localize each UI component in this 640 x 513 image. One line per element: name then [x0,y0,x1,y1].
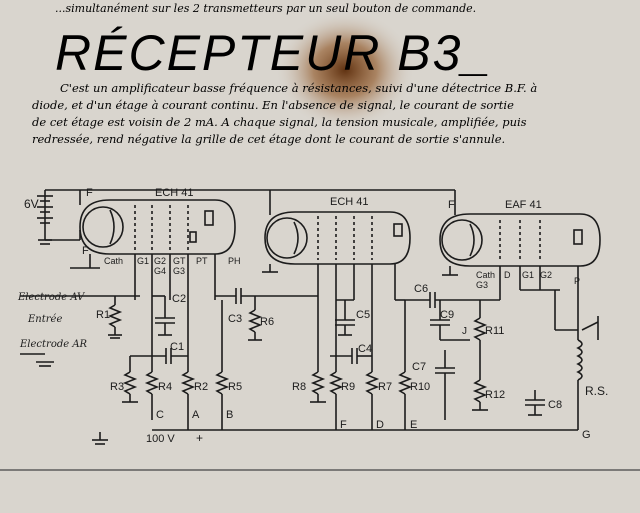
filament-label: F [86,187,93,199]
tube2-label: ECH 41 [330,196,369,208]
tube3-label: EAF 41 [505,199,542,211]
pin-label: G1 [137,256,149,266]
battery-label: 6V [24,197,39,211]
component-label: R6 [260,316,274,328]
component-label: R4 [158,381,172,393]
electrode-av-label: Electrode AV [17,292,86,303]
terminal-label: D [376,419,384,431]
component-label: C5 [356,309,370,321]
pin-label: G2 [154,256,166,266]
terminal-label: B [226,409,233,421]
component-label: C9 [440,309,454,321]
description-line: de cet étage est voisin de 2 mA. A chaqu… [32,115,527,129]
component-label: C2 [172,293,186,305]
entree-label: Entrée [27,314,62,325]
filament-label: F [448,199,455,211]
pin-label: Cath [104,256,123,266]
component-label: R11 [485,325,504,337]
terminal-label: C [156,409,164,421]
component-label: C4 [358,343,372,355]
component-label: R8 [292,381,306,393]
tube1-label: ECH 41 [155,187,194,199]
pin-label: G3 [476,280,488,290]
pin-label: G2 [540,270,552,280]
component-label: C8 [548,399,562,411]
component-label: R7 [378,381,392,393]
description-line: diode, et d'un étage à courant continu. … [32,98,514,112]
pin-label: PH [228,256,241,266]
component-label: C6 [414,283,428,295]
component-label: R1 [96,309,110,321]
electrode-ar-label: Electrode AR [19,339,88,350]
filament-label: F [82,245,89,257]
component-label: R12 [485,389,505,401]
component-label: R9 [341,381,355,393]
terminal-label: F [340,419,347,431]
header-top-line: ...simultanément sur les 2 transmetteurs… [55,2,476,15]
description-block: C'est un amplificateur basse fréquence à… [32,81,537,146]
labels: 6V F F F ECH 41 ECH 41 EAF 41 Cath G1 G2… [17,187,608,445]
component-label: C1 [170,341,184,353]
pin-label: P [574,276,580,286]
burn-stain [275,10,415,130]
pin-label: G1 [522,270,534,280]
pin-label: GT [173,256,186,266]
component-label: C7 [412,361,426,373]
supply-plus: + [196,431,203,445]
description-line: C'est un amplificateur basse fréquence à… [60,81,537,95]
pin-label: G4 [154,266,166,276]
pin-label: Cath [476,270,495,280]
component-label: C3 [228,313,242,325]
pin-label: D [504,270,511,280]
component-label: R5 [228,381,242,393]
pin-label: G3 [173,266,185,276]
terminal-label: G [582,429,591,441]
j-label: J [462,326,467,337]
component-label: R3 [110,381,124,393]
pin-label: PT [196,256,208,266]
terminal-label: A [192,409,200,421]
component-label: R10 [410,381,430,393]
page-title: RÉCEPTEUR B3_ [55,25,492,81]
supply-label: 100 V [146,433,175,445]
terminal-label: E [410,419,417,431]
component-label: R2 [194,381,208,393]
relay-label: R.S. [585,384,608,398]
wiring [20,189,601,445]
description-line: redressée, rend négative la grille de ce… [32,132,505,146]
